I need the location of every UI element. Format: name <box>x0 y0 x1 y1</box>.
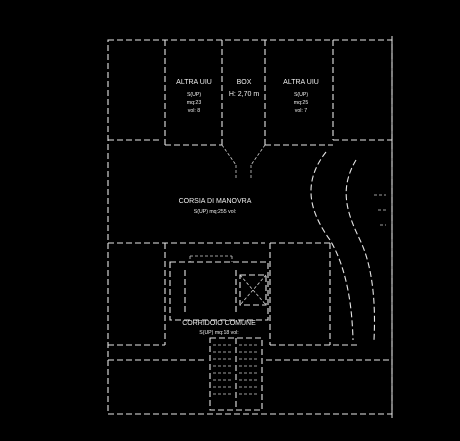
altra-uiu-right-line1: S(UP) <box>294 92 308 98</box>
altra-uiu-left-line1: S(UP) <box>187 92 201 98</box>
outer-walls <box>107 36 393 418</box>
altra-uiu-left-line3: vol: 8 <box>188 108 201 114</box>
altra-uiu-right-line3: vol: 7 <box>295 108 308 114</box>
ramp <box>310 151 386 341</box>
altra-uiu-left-name: ALTRA UIU <box>176 79 212 86</box>
corsia-name: CORSIA DI MANOVRA <box>179 198 252 205</box>
core <box>169 255 269 321</box>
box-height: H: 2,70 m <box>229 91 260 98</box>
altra-uiu-right-name: ALTRA UIU <box>283 79 319 86</box>
corridoio-name: CORRIDOIO COMUNE <box>182 320 256 327</box>
altra-uiu-right-line2: mq:25 <box>294 100 309 106</box>
corsia-detail: S(UP) mq:255 vol: <box>194 209 236 215</box>
box-name: BOX <box>237 79 252 86</box>
altra-uiu-left-line2: mq:23 <box>187 100 202 106</box>
corridoio-detail: S(UP) mq:18 vol: <box>199 330 239 336</box>
middle-walls <box>108 242 360 346</box>
top-units <box>108 40 392 178</box>
stair-block <box>108 337 392 411</box>
room-labels: ALTRA UIU S(UP) mq:23 vol: 8 BOX H: 2,70… <box>176 79 319 336</box>
